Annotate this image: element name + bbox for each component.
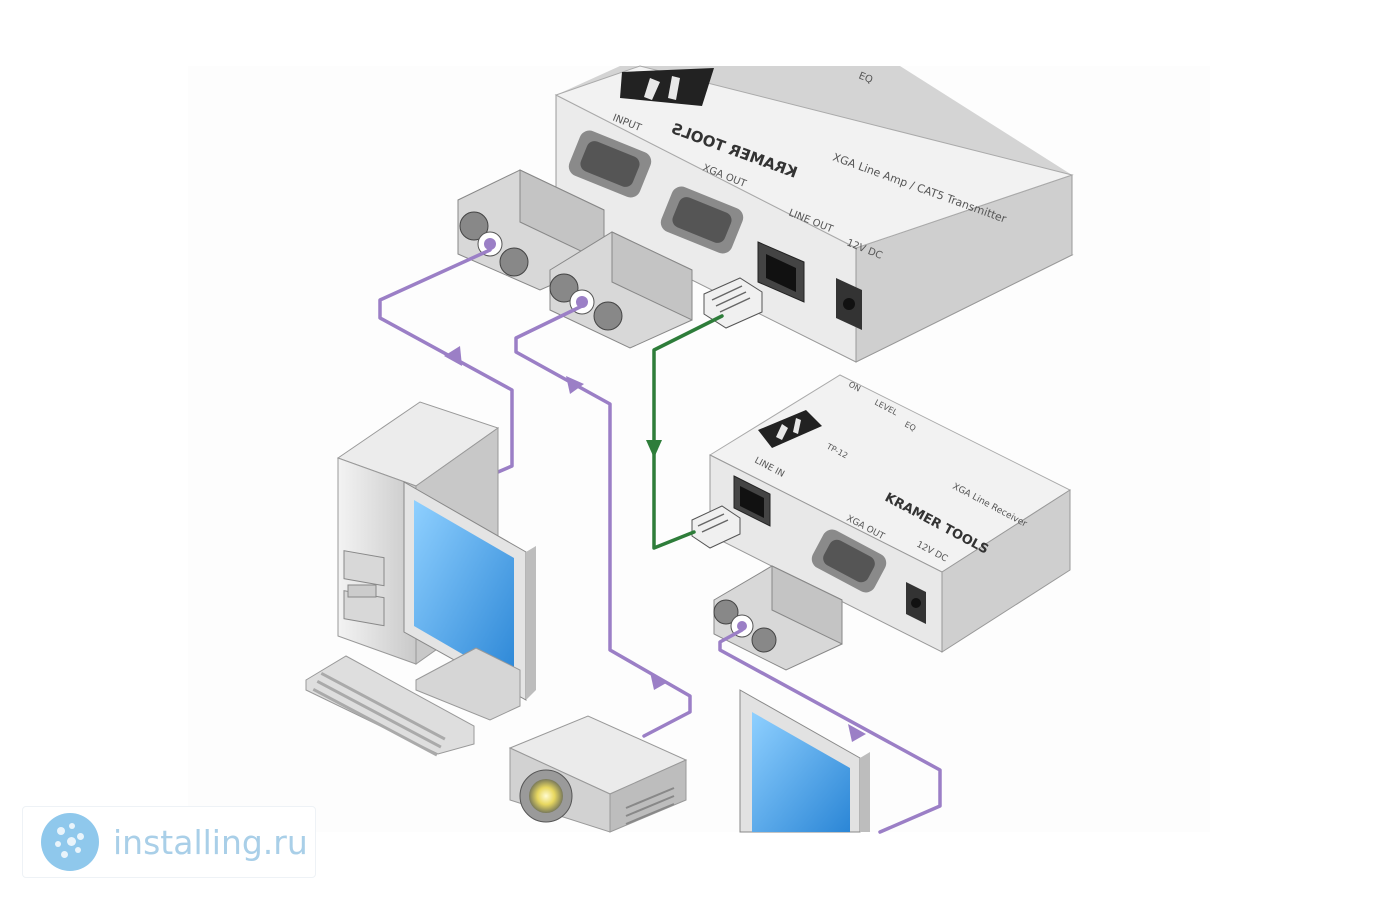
vga-plug-receiver-out: [713, 565, 843, 671]
arrow-computer-signal: [444, 346, 462, 366]
kramer-logo-icon: [620, 68, 714, 106]
arrow-display-signal: [848, 724, 866, 742]
arrow-cat5-signal: [646, 440, 662, 458]
installing-logo-icon: [41, 813, 99, 871]
transmitter-power-jack[interactable]: [836, 278, 862, 330]
vga-plug-xga-out: [549, 231, 693, 349]
receiver-rj45-port[interactable]: [733, 475, 771, 527]
transmitter-xga-out-port[interactable]: [658, 184, 746, 257]
desktop-computer-icon: [305, 401, 536, 757]
receiver-xga-out-port[interactable]: [808, 526, 890, 596]
arrow-projector-end: [650, 672, 668, 690]
transmitter-eq-label: EQ: [857, 71, 874, 87]
transmitter-device: KRAMER TOOLS XGA Line Amp / CAT5 Transmi…: [554, 65, 1074, 363]
vga-cable-display: [718, 628, 942, 834]
transmitter-input-port[interactable]: [566, 128, 654, 201]
rj45-plug-transmitter: [703, 277, 763, 329]
projector-icon: [508, 715, 688, 833]
monitor-icon: [739, 689, 870, 833]
arrow-projector-signal: [566, 376, 584, 394]
transmitter-rj45-port[interactable]: [757, 241, 805, 303]
kramer-logo-icon: [758, 410, 822, 448]
receiver-power-jack[interactable]: [906, 582, 926, 624]
vga-cable-computer: [378, 248, 514, 474]
watermark: installing.ru: [22, 806, 316, 878]
rj45-plug-receiver: [691, 505, 741, 549]
receiver-device: KRAMER TOOLS XGA Line Receiver TP-12 ON …: [708, 374, 1072, 653]
vga-cable-projector: [514, 304, 692, 738]
watermark-text: installing.ru: [113, 822, 308, 862]
